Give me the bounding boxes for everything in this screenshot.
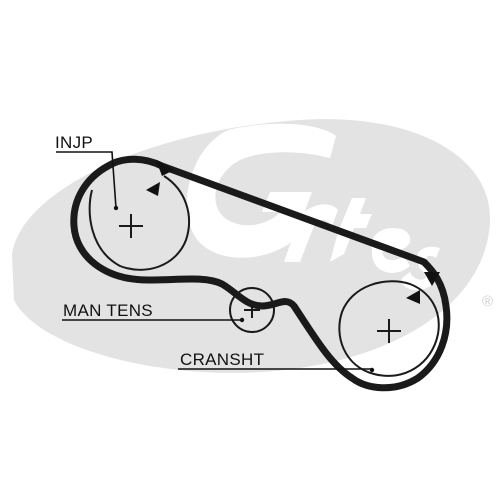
manual-tensioner-pulley bbox=[229, 287, 275, 333]
crankshaft-pulley-outline bbox=[338, 280, 440, 377]
leader-lines bbox=[56, 151, 375, 373]
plus-cross-icon bbox=[377, 319, 401, 343]
leader-line-injp bbox=[56, 151, 117, 209]
triangle-arrow-icon bbox=[424, 272, 440, 286]
rotation-arrows bbox=[146, 160, 440, 304]
watermark-letters bbox=[186, 123, 440, 290]
timing-belt bbox=[70, 155, 451, 392]
injection-pump-pulley-outline bbox=[88, 175, 190, 271]
injection-pump-pulley bbox=[88, 175, 190, 271]
gates-watermark: ® bbox=[12, 119, 493, 373]
plus-cross-icon bbox=[244, 302, 260, 318]
label-injp: INJP bbox=[55, 133, 93, 152]
crankshaft-pulley bbox=[338, 280, 440, 377]
label-man-tens: MAN TENS bbox=[63, 301, 153, 320]
plus-cross-icon bbox=[119, 214, 143, 238]
triangle-arrow-icon bbox=[146, 182, 160, 196]
triangle-arrow-icon bbox=[406, 290, 420, 304]
triangle-arrow-icon bbox=[156, 160, 174, 176]
registered-mark: ® bbox=[482, 293, 493, 310]
manual-tensioner-pulley-outline bbox=[229, 287, 275, 333]
label-cranksht: CRANSHT bbox=[180, 350, 264, 369]
